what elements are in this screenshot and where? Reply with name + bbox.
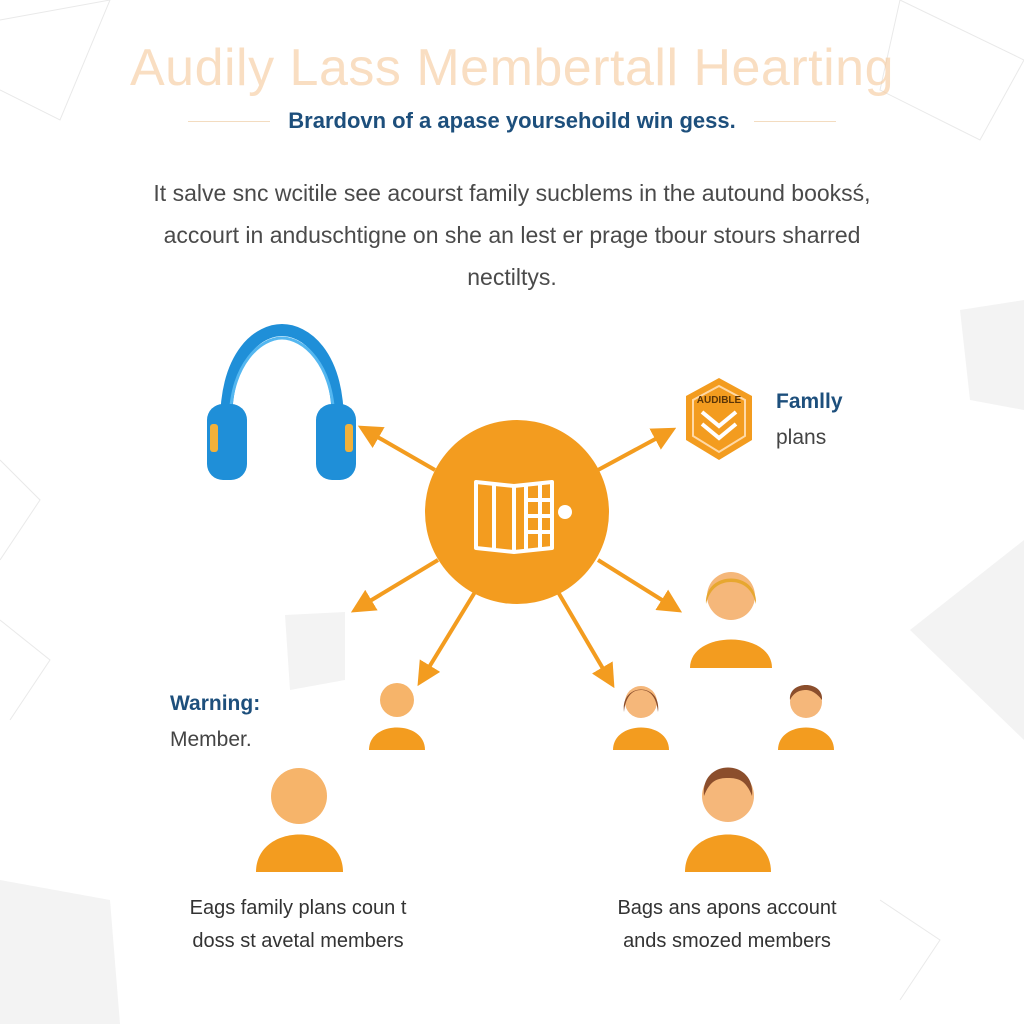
caption-right: Bags ans apons account ands smozed membe… xyxy=(577,892,877,958)
arrow-to-family-badge xyxy=(597,427,677,472)
caption-line: ands smozed members xyxy=(623,930,831,952)
arrow-to-warning xyxy=(350,558,440,613)
hub-node xyxy=(425,420,609,604)
description-line: nectiltys. xyxy=(467,264,557,290)
description-line: accourt in anduschtigne on she an lest e… xyxy=(163,222,861,248)
person-icon-bottom-left xyxy=(256,768,343,872)
caption-line: Eags family plans coun t xyxy=(189,897,407,919)
book-icon xyxy=(474,480,554,554)
person-icon-top-right xyxy=(690,572,772,668)
person-icon-right xyxy=(778,685,834,750)
badge-text: AUDIBLE xyxy=(697,395,742,406)
person-icon-center xyxy=(613,686,669,750)
person-icon-bottom-right xyxy=(685,767,771,872)
audible-badge-icon: AUDIBLE xyxy=(686,378,752,460)
page-title: Audily Lass Membertall Hearting xyxy=(129,39,895,97)
subtitle-row: Brardovn of a apase yoursehoild win gess… xyxy=(0,108,1024,134)
family-label: Famlly xyxy=(776,390,843,413)
warning-sub-label: Member. xyxy=(170,728,252,751)
headphones-icon xyxy=(207,323,356,480)
caption-line: doss st avetal members xyxy=(192,930,404,952)
subtitle-rule-right xyxy=(753,120,836,122)
person-icon-left xyxy=(369,683,425,750)
family-sub-label: plans xyxy=(776,426,827,449)
warning-label: Warning: xyxy=(170,692,261,715)
arrow-to-person-center xyxy=(556,590,615,689)
description: It salve snc wcitile see acourst family … xyxy=(112,172,912,298)
arrow-to-person-right xyxy=(596,558,683,613)
arrow-to-headphones xyxy=(357,425,436,472)
caption-left: Eags family plans coun t doss st avetal … xyxy=(148,892,448,958)
subtitle: Brardovn of a apase yoursehoild win gess… xyxy=(288,108,736,133)
arrow-to-person-left xyxy=(417,590,477,687)
description-line: It salve snc wcitile see acourst family … xyxy=(153,180,871,206)
subtitle-rule-left xyxy=(188,120,271,122)
caption-line: Bags ans apons account xyxy=(617,897,837,919)
